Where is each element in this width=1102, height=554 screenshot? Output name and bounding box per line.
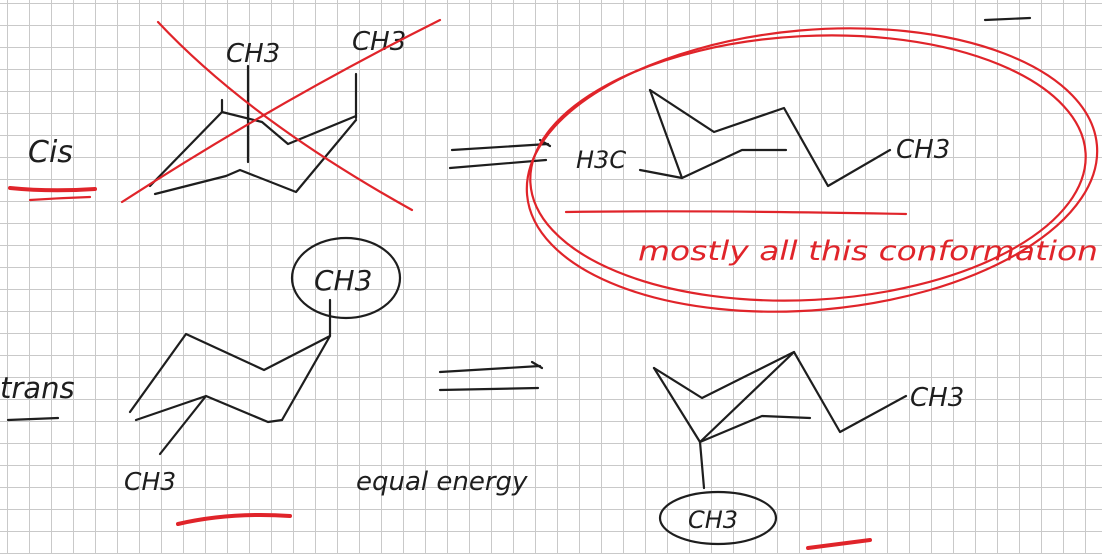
trans-diaxial-chair [128, 298, 332, 456]
cis-cross-out [120, 18, 442, 212]
top-right-mark [983, 16, 1032, 22]
trans-label: trans [0, 371, 75, 405]
trans-axial-methyl: CH3 [314, 264, 372, 297]
trans-axial-methyl-circle [290, 236, 402, 320]
cis-product-right-methyl: CH3 [896, 135, 950, 165]
trans-product-axial-methyl-circle [658, 490, 778, 546]
cis-diequatorial-chair [638, 88, 892, 188]
cis-underline [8, 186, 97, 202]
trans-product-axial-methyl: CH3 [688, 506, 738, 534]
trans-underline [6, 416, 60, 422]
preferred-conformation-note: mostly all this conformation [638, 236, 1098, 267]
cis-diaxial-chair [148, 64, 358, 196]
trans-flipped-chair [652, 350, 908, 490]
trans-equilibrium-arrow [438, 360, 544, 392]
cis-left-methyl: CH3 [226, 39, 280, 69]
cis-label: Cis [28, 135, 73, 170]
trans-red-underlines [176, 513, 872, 550]
preferred-conformation-circle [525, 27, 1099, 313]
trans-equatorial-methyl: CH3 [124, 467, 176, 496]
trans-product-right-methyl: CH3 [910, 383, 964, 413]
cis-product-left-methyl: H3C [576, 146, 626, 174]
equal-energy-label: equal energy [356, 467, 528, 497]
